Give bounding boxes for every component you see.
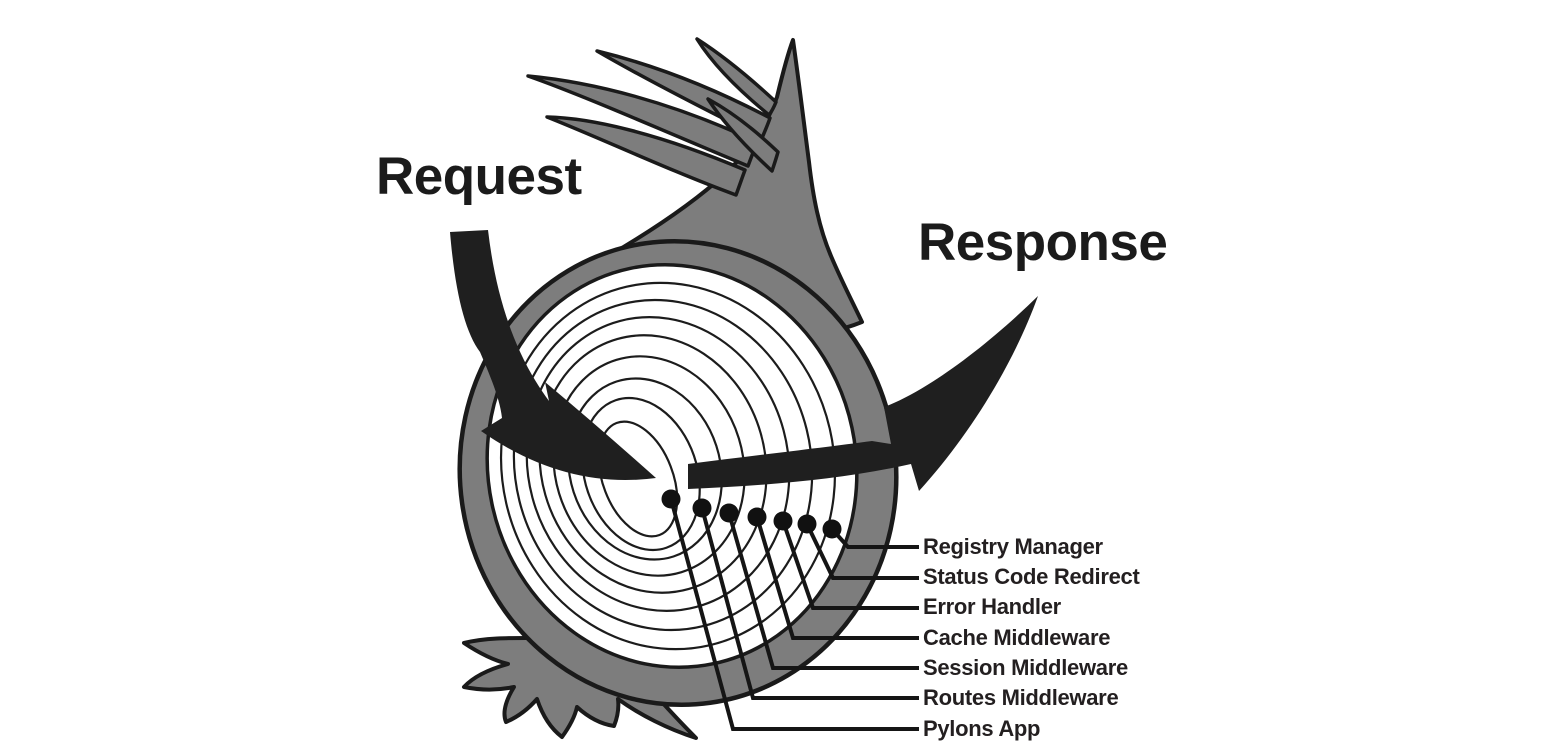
stem-shoot [545,115,747,197]
callout-dot [661,489,681,509]
layer-label-status-code-redirect: Status Code Redirect [923,564,1140,589]
onion-body [457,239,899,707]
callout-line-error-handler [781,520,919,610]
callout-line-cache-middleware [755,516,919,640]
layer-label-error-handler: Error Handler [923,594,1061,619]
layer-label-pylons-app: Pylons App [923,716,1041,741]
onion-rings [499,281,837,651]
stem-shoot [706,97,780,173]
callout-dot [692,498,712,518]
callout-line-status-code-redirect [805,523,919,580]
callout-dot [719,503,739,523]
callout-dot [747,507,767,527]
layer-label-cache-middleware: Cache Middleware [923,625,1111,650]
layer-label-session-middleware: Session Middleware [923,655,1128,680]
callout-lines [669,498,919,731]
stem-shoot [695,37,778,117]
stem-shoot [526,74,759,168]
callout-dot [773,511,793,531]
callout-line-pylons-app [669,498,919,731]
layer-label-routes-middleware: Routes Middleware [923,685,1119,710]
response-label: Response [918,213,1168,272]
callout-line-routes-middleware [700,507,919,700]
request-label: Request [376,147,582,206]
callout-line-session-middleware [727,512,919,670]
layer-label-registry-manager: Registry Manager [923,534,1103,559]
response-arrow [688,296,1038,491]
request-arrow [450,230,656,481]
callout-dots [661,489,842,539]
callout-dot [822,519,842,539]
callout-dot [797,514,817,534]
